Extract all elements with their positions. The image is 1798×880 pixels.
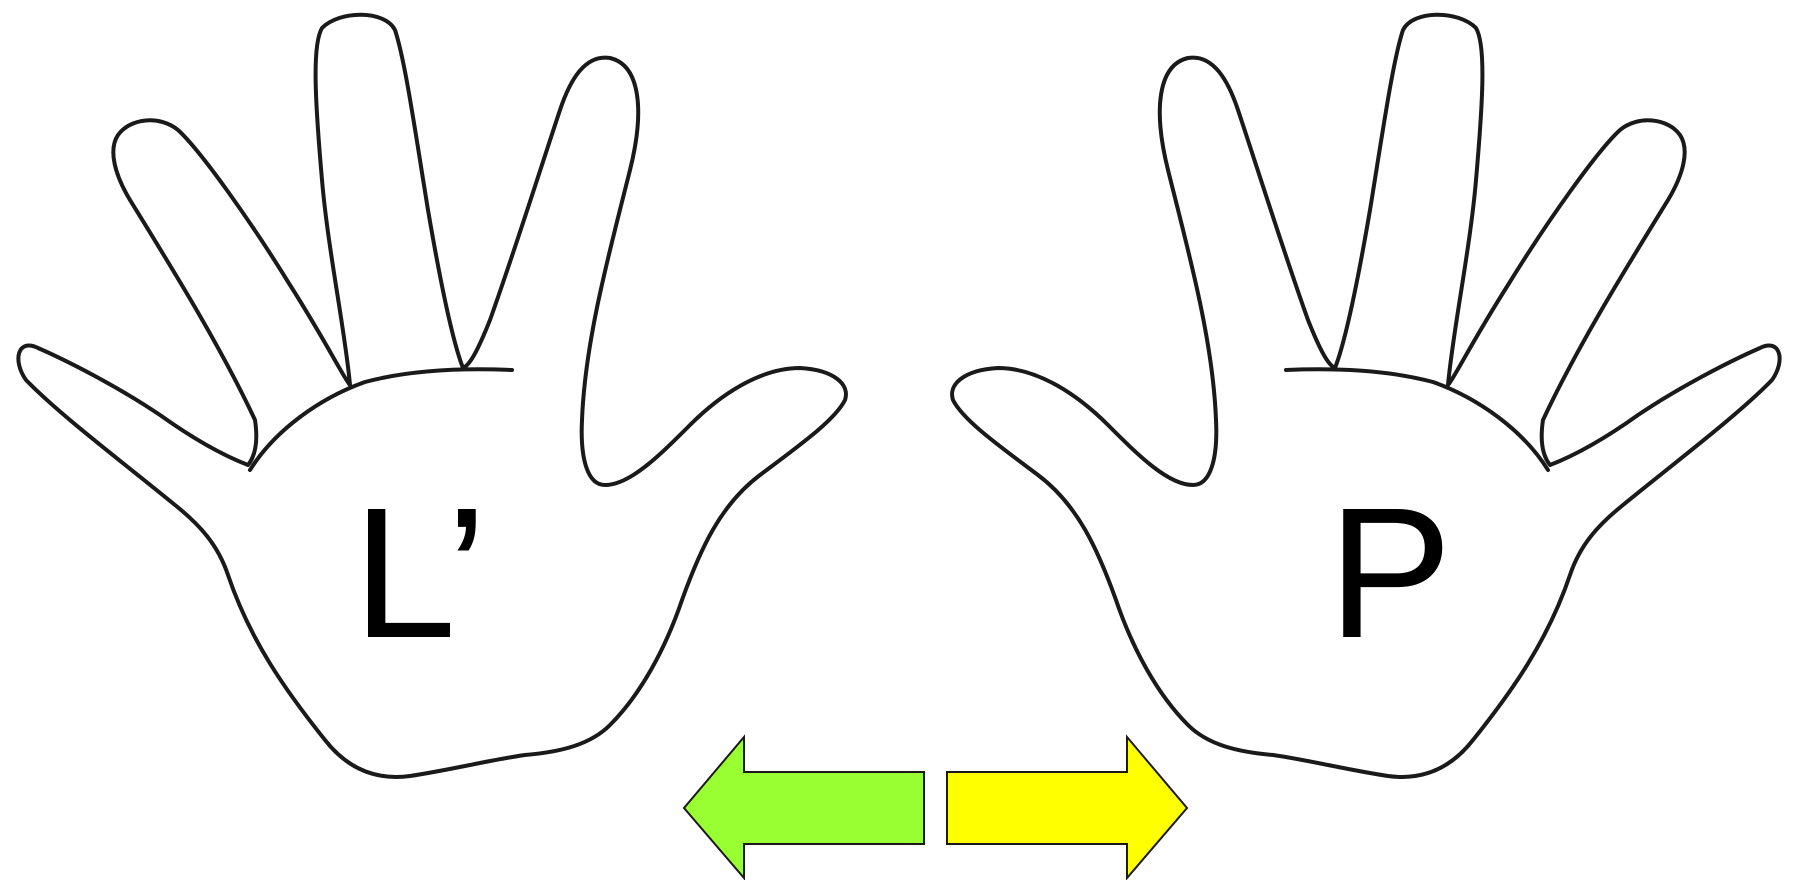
arrow-right-icon — [947, 737, 1187, 878]
arrow-left-icon — [684, 737, 924, 878]
left-hand: L’ — [18, 15, 846, 777]
left-hand-letter: L’ — [353, 470, 488, 677]
right-hand-letter: P — [1328, 470, 1452, 677]
